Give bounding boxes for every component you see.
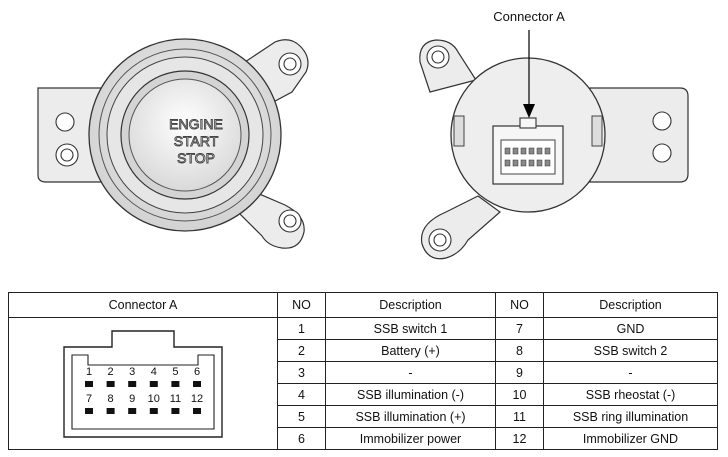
pin-mark-5: [171, 380, 180, 387]
pin-description: Immobilizer GND: [543, 427, 718, 450]
header-description-right: Description: [543, 292, 718, 318]
table-row: 2 Battery (+) 8 SSB switch 2: [9, 339, 718, 362]
pin-mark-11: [171, 407, 180, 414]
pin-number: 1: [277, 317, 326, 340]
connector-a-housing: [492, 117, 564, 185]
pin-number: 12: [495, 427, 544, 450]
pin-description: SSB switch 1: [325, 317, 496, 340]
pin-description: SSB illumination (+): [325, 405, 496, 428]
pin-description: SSB illumination (-): [325, 383, 496, 406]
pin-description: Battery (+): [325, 339, 496, 362]
pin-label-5: 5: [172, 366, 178, 378]
table-row: 6 Immobilizer power 12 Immobilizer GND: [9, 427, 718, 450]
pin-mark-9: [128, 407, 137, 414]
header-no-left: NO: [277, 292, 326, 318]
pin-mark-12: [193, 407, 201, 414]
pin-mark-2: [106, 380, 115, 387]
pin-number: 3: [277, 361, 326, 384]
switch-illustration: ENGINE START STOP: [37, 9, 689, 260]
pin-mark-8: [106, 407, 115, 414]
connector-a-callout: Connector A: [493, 9, 565, 24]
pin-mark-7: [85, 407, 93, 414]
pin-number: 11: [495, 405, 544, 428]
pin-label-10: 10: [148, 393, 160, 405]
pin-label-4: 4: [151, 366, 157, 378]
pin-label-2: 2: [108, 366, 114, 378]
pin-number: 6: [277, 427, 326, 450]
pin-description: Immobilizer power: [325, 427, 496, 450]
connector-face-outline: [63, 329, 223, 438]
pin-label-8: 8: [108, 393, 114, 405]
pin-description: SSB ring illumination: [543, 405, 718, 428]
pin-mark-10: [149, 407, 158, 414]
pin-mark-6: [193, 380, 201, 387]
pin-label-12: 12: [191, 393, 203, 405]
button-label-engine: ENGINE: [169, 116, 223, 132]
pin-description: SSB rheostat (-): [543, 383, 718, 406]
rear-screw-holes: [426, 45, 672, 252]
header-no-right: NO: [495, 292, 544, 318]
connector-a-arrowhead: [523, 104, 535, 118]
pin-number: 2: [277, 339, 326, 362]
pin-number: 4: [277, 383, 326, 406]
pin-number: 8: [495, 339, 544, 362]
pin-description: -: [543, 361, 718, 384]
pin-description: SSB switch 2: [543, 339, 718, 362]
pin-mark-3: [128, 380, 137, 387]
pin-description: GND: [543, 317, 718, 340]
switch-rear-view: Connector A: [419, 9, 689, 260]
pin-label-6: 6: [194, 366, 200, 378]
connector-face-inner-outline: [71, 353, 215, 430]
table-row: 4 SSB illumination (-) 10 SSB rheostat (…: [9, 383, 718, 406]
table-header-row: Connector A NO Description NO Descriptio…: [8, 292, 718, 318]
pin-label-11: 11: [170, 393, 181, 405]
pin-mark-1: [85, 380, 93, 387]
pin-mark-4: [149, 380, 158, 387]
header-connector: Connector A: [8, 292, 278, 318]
header-description-left: Description: [325, 292, 496, 318]
button-label-start: START: [174, 133, 219, 149]
rear-upper-tab: [419, 39, 477, 93]
pin-label-9: 9: [129, 393, 135, 405]
pin-label-7: 7: [86, 393, 92, 405]
pin-description: -: [325, 361, 496, 384]
pin-label-1: 1: [86, 366, 92, 378]
pin-number: 5: [277, 405, 326, 428]
pin-number: 7: [495, 317, 544, 340]
pin-number: 10: [495, 383, 544, 406]
switch-front-view: ENGINE START STOP: [37, 38, 309, 249]
pin-label-3: 3: [129, 366, 135, 378]
pin-number: 9: [495, 361, 544, 384]
connector-pin-table: Connector A NO Description NO Descriptio…: [8, 292, 718, 450]
front-screw-holes: [55, 52, 302, 233]
button-label-stop: STOP: [177, 150, 215, 166]
